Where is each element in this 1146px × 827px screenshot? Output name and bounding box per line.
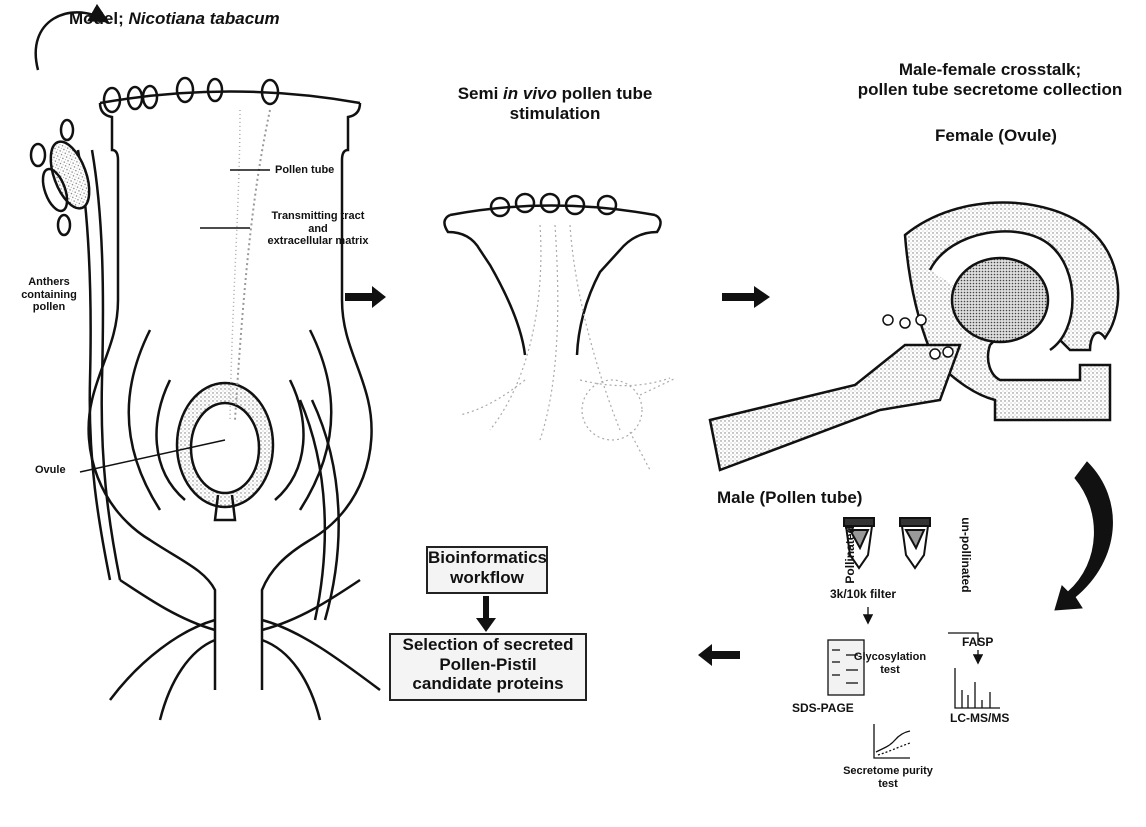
lcms-spectrum-icon: [955, 668, 1000, 708]
bioinformatics-box: Bioinformatics workflow: [426, 546, 548, 594]
pistil-illustration: [31, 12, 380, 720]
semi-in-vivo-title: Semi in vivo pollen tube stimulation: [415, 84, 695, 123]
curved-arrow-icon: [1055, 462, 1112, 610]
glycosylation-label: Glycosylation test: [840, 651, 940, 676]
fasp-label: FASP: [962, 636, 993, 650]
purity-label: Secretome purity test: [828, 765, 948, 790]
female-label: Female (Ovule): [935, 126, 1057, 146]
crosstalk-illustration: [710, 203, 1118, 471]
unpollinated-label: un-pollinated: [958, 505, 972, 605]
purity-plot-icon: [874, 724, 910, 758]
male-label: Male (Pollen tube): [717, 488, 862, 508]
semi-in-vivo-illustration: [444, 194, 660, 355]
label-ovule: Ovule: [35, 464, 66, 477]
model-title: Model; Nicotiana tabacum: [69, 9, 280, 29]
label-transmitting-tract: Transmitting tract and extracellular mat…: [248, 210, 388, 248]
selection-box: Selection of secreted Pollen-Pistil cand…: [389, 633, 587, 701]
flow-arrow: [345, 286, 770, 666]
pollinated-label: Pollinated: [844, 520, 858, 590]
sds-page-label: SDS-PAGE: [792, 702, 854, 716]
label-pollen-tubes: Pollen tube: [275, 164, 334, 177]
label-anthers: Anthers containing pollen: [14, 276, 84, 314]
crosstalk-title: Male-female crosstalk; pollen tube secre…: [835, 60, 1145, 99]
box-connector-arrow: [476, 596, 496, 632]
filter-label: 3k/10k filter: [830, 588, 896, 602]
lcms-label: LC-MS/MS: [950, 712, 1009, 726]
